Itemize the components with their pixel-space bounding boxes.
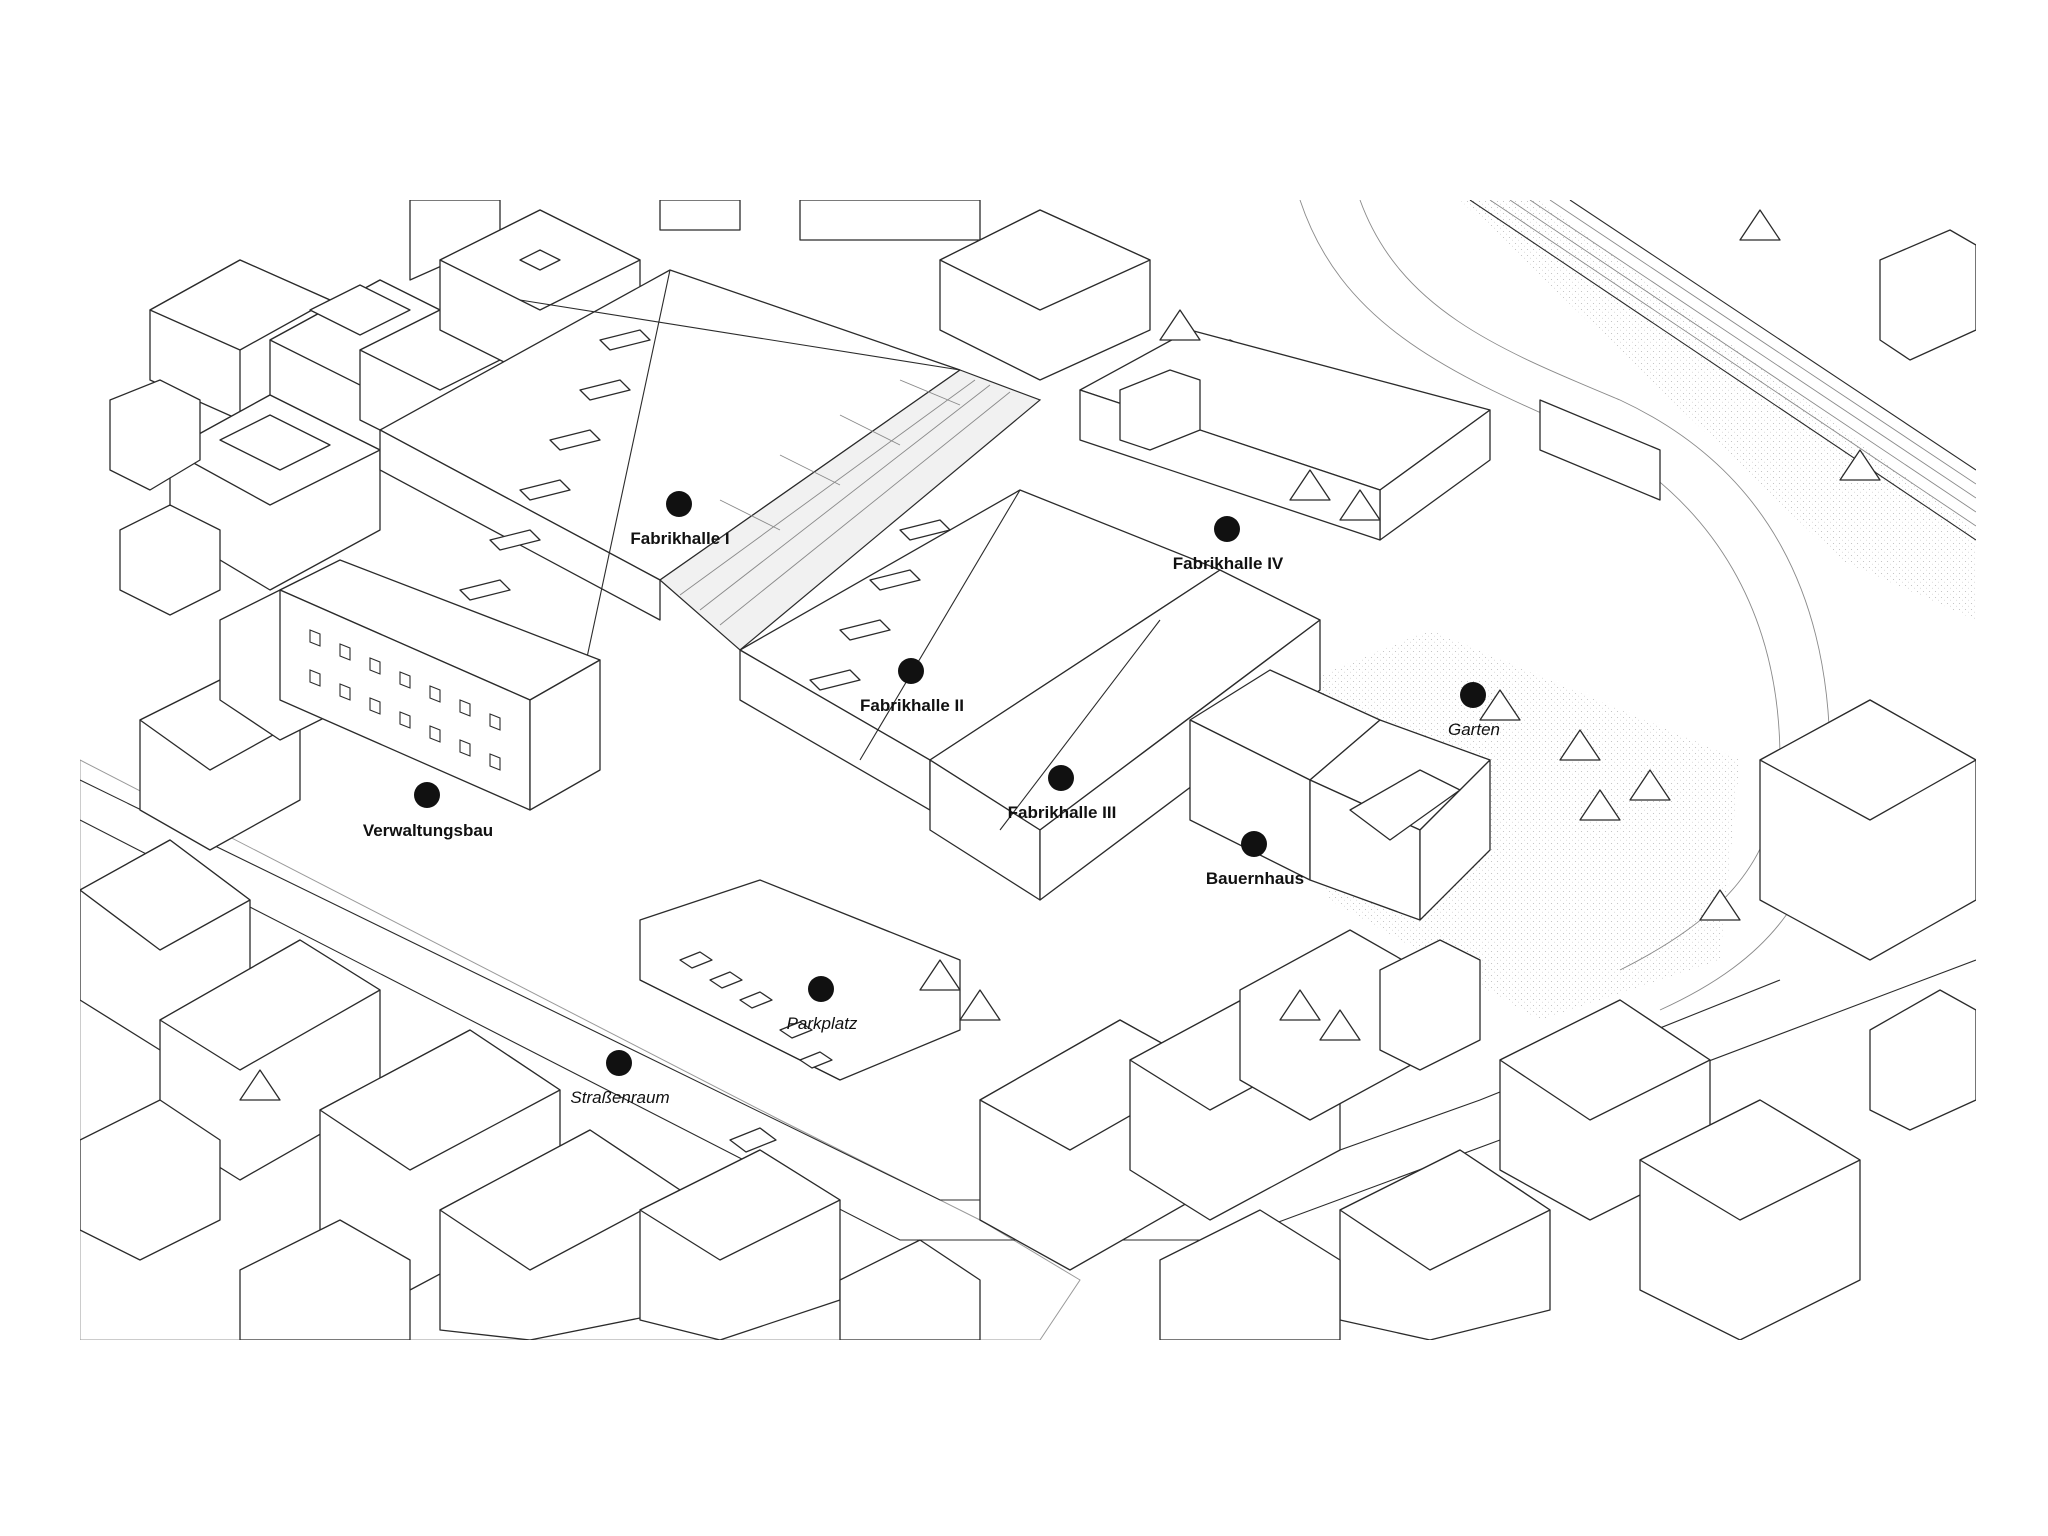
- fabrikhalle-1-label: Fabrikhalle I: [630, 529, 730, 548]
- bauernhaus-label: Bauernhaus: [1205, 869, 1305, 888]
- axonometric-site-drawing: [80, 200, 1976, 1340]
- railway-lines: [1469, 200, 1976, 541]
- garten-marker: [1460, 682, 1486, 708]
- verwaltungsbau-label: Verwaltungsbau: [362, 821, 494, 840]
- fabrikhalle-4-marker: [1214, 516, 1240, 542]
- bauernhaus-marker: [1241, 831, 1267, 857]
- parkplatz-label: Parkplatz: [786, 1014, 858, 1033]
- verwaltungsbau-building: [279, 559, 601, 811]
- fabrikhalle-4-label: Fabrikhalle IV: [1172, 554, 1284, 573]
- fabrikhalle-2-marker: [898, 658, 924, 684]
- strassenraum-marker: [606, 1050, 632, 1076]
- fabrikhalle-1-marker: [666, 491, 692, 517]
- verwaltungsbau-marker: [414, 782, 440, 808]
- houses-street: [979, 929, 1481, 1271]
- curved-road: [1299, 200, 1781, 971]
- bauernhaus-building: [1189, 669, 1491, 921]
- garten-label: Garten: [1448, 720, 1500, 739]
- fabrikhalle-3-label: Fabrikhalle III: [1007, 803, 1117, 822]
- trees: [239, 209, 1881, 1101]
- railway-embankment: [1460, 200, 1976, 620]
- fabrikhalle-2-label: Fabrikhalle II: [860, 696, 964, 715]
- fabrikhalle-3-marker: [1048, 765, 1074, 791]
- houses-bottom: [239, 1029, 981, 1340]
- houses-right: [1159, 229, 1976, 1340]
- fabrikhalle-1-building: [379, 269, 961, 691]
- glass-roof-hall: [659, 369, 1042, 651]
- strassenraum-label: Straßenraum: [570, 1088, 670, 1107]
- fabrikhalle-4-building: [1079, 329, 1491, 541]
- parkplatz-marker: [808, 976, 834, 1002]
- axonometric-drawing-panel: [80, 200, 1976, 1340]
- fabrikhalle-2-building: [739, 489, 1221, 811]
- parking-area: [639, 879, 961, 1153]
